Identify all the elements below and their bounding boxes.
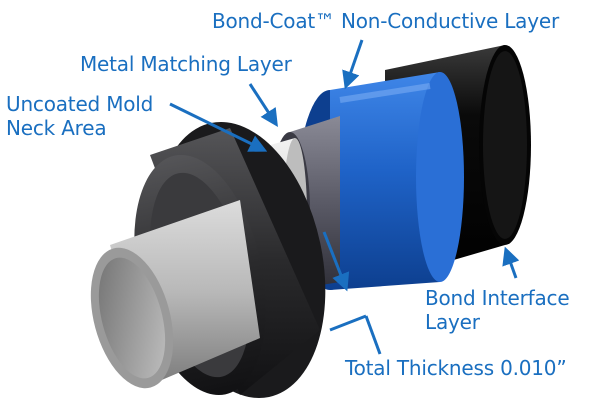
label-bond-coat: Bond-Coat™ Non-Conductive Layer xyxy=(212,9,559,33)
label-metal-matching: Metal Matching Layer xyxy=(80,52,292,76)
mold-pipe xyxy=(90,200,260,389)
label-bond-interface-line1: Bond Interface xyxy=(425,286,570,310)
thickness-leader-line xyxy=(329,314,382,355)
uncoated-neck-arrow xyxy=(169,102,268,152)
label-total-thickness: Total Thickness 0.010” xyxy=(345,356,567,380)
thickness-arrow xyxy=(322,231,350,292)
bond-coat-arrow xyxy=(342,39,364,90)
label-uncoated-line2: Neck Area xyxy=(6,116,107,140)
label-uncoated-line1: Uncoated Mold xyxy=(6,92,154,116)
label-bond-interface-line2: Layer xyxy=(425,310,480,334)
bond-interface-arrow xyxy=(502,246,520,279)
metal-matching-arrow xyxy=(248,83,278,128)
